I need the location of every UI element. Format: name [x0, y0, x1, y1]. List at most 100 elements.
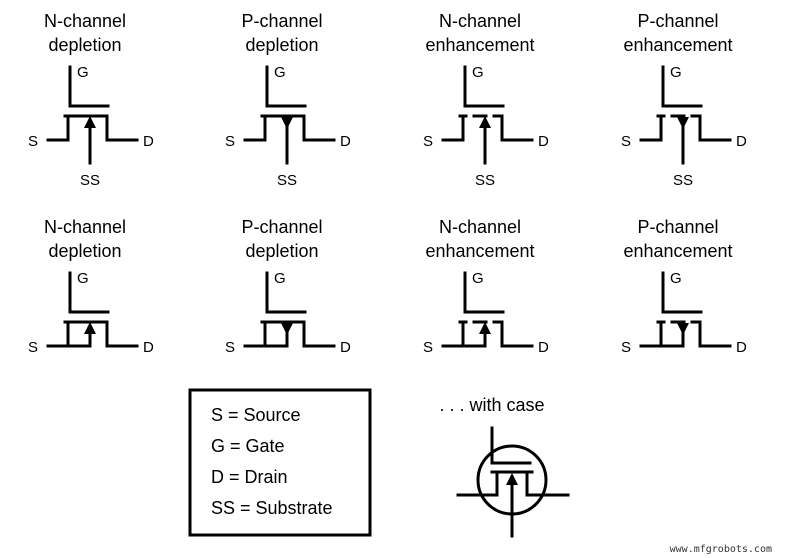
gate-lead	[463, 65, 505, 108]
drain-label: D	[538, 339, 549, 356]
arrow-outward-icon	[281, 323, 293, 335]
drain-label: D	[143, 339, 154, 356]
substrate-label: SS	[80, 172, 100, 189]
substrate-label: SS	[277, 172, 297, 189]
source-lead	[243, 320, 267, 348]
symbol-title-line1: N-channel	[44, 11, 126, 31]
symbol-title-line2: enhancement	[623, 35, 732, 55]
symbol-title-line1: P-channel	[637, 11, 718, 31]
source-lead	[441, 114, 465, 142]
symbol-title-line2: depletion	[48, 241, 121, 261]
case-drain-lead	[525, 470, 570, 497]
arrow-outward-icon	[281, 117, 293, 129]
case-arrow-head	[506, 473, 518, 485]
gate-label: G	[472, 64, 484, 81]
case-source-lead	[456, 470, 499, 497]
gate-lead	[265, 271, 307, 314]
arrow-outward-icon	[677, 323, 689, 335]
source-lead	[441, 320, 465, 348]
drain-lead	[698, 114, 732, 142]
gate-lead	[68, 271, 110, 314]
gate-lead	[661, 271, 703, 314]
symbol-title-line1: N-channel	[439, 217, 521, 237]
gate-lead	[265, 65, 307, 108]
drain-label: D	[736, 339, 747, 356]
legend-line-gate: G = Gate	[211, 436, 285, 456]
gate-lead	[661, 65, 703, 108]
source-label: S	[28, 133, 38, 150]
substrate-label: SS	[475, 172, 495, 189]
substrate-tie	[263, 330, 289, 348]
arrow-inward-icon	[479, 116, 491, 128]
gate-lead	[463, 271, 505, 314]
source-lead	[46, 114, 70, 142]
drain-label: D	[736, 133, 747, 150]
symbol-title-line2: depletion	[48, 35, 121, 55]
source-lead	[639, 114, 663, 142]
symbol-title-line2: depletion	[245, 241, 318, 261]
symbol-title-line1: P-channel	[637, 217, 718, 237]
source-label: S	[621, 339, 631, 356]
symbol-title-line2: depletion	[245, 35, 318, 55]
arrow-outward-icon	[677, 117, 689, 129]
symbol-title-line1: N-channel	[44, 217, 126, 237]
drain-lead	[500, 320, 534, 348]
arrow-inward-icon	[84, 116, 96, 128]
gate-label: G	[274, 270, 286, 287]
drain-lead	[698, 320, 732, 348]
arrow-inward-icon	[84, 322, 96, 334]
drain-lead	[302, 320, 336, 348]
source-lead	[243, 114, 267, 142]
symbol-title-line1: P-channel	[241, 11, 322, 31]
gate-label: G	[77, 64, 89, 81]
drain-lead	[302, 114, 336, 142]
case-caption: . . . with case	[439, 395, 544, 415]
drain-lead	[500, 114, 534, 142]
legend-line-source: S = Source	[211, 405, 301, 425]
substrate-tie	[461, 330, 487, 348]
source-label: S	[423, 339, 433, 356]
symbol-title-line1: P-channel	[241, 217, 322, 237]
source-lead	[639, 320, 663, 348]
symbol-title-line1: N-channel	[439, 11, 521, 31]
substrate-label: SS	[673, 172, 693, 189]
source-lead	[46, 320, 70, 348]
watermark: www.mfgrobots.com	[670, 544, 772, 555]
symbol-title-line2: enhancement	[425, 35, 534, 55]
drain-lead	[105, 320, 139, 348]
gate-label: G	[670, 64, 682, 81]
symbol-title-line2: enhancement	[623, 241, 732, 261]
drain-label: D	[143, 133, 154, 150]
drain-label: D	[340, 339, 351, 356]
source-label: S	[28, 339, 38, 356]
source-label: S	[225, 339, 235, 356]
legend-line-substrate: SS = Substrate	[211, 498, 333, 518]
source-label: S	[423, 133, 433, 150]
gate-label: G	[670, 270, 682, 287]
gate-label: G	[77, 270, 89, 287]
gate-lead	[68, 65, 110, 108]
source-label: S	[621, 133, 631, 150]
legend-line-drain: D = Drain	[211, 467, 288, 487]
gate-label: G	[274, 64, 286, 81]
source-label: S	[225, 133, 235, 150]
legend-box	[188, 388, 372, 537]
case-symbol: . . . with case	[439, 395, 570, 538]
substrate-tie	[659, 330, 685, 348]
symbol-title-line2: enhancement	[425, 241, 534, 261]
gate-label: G	[472, 270, 484, 287]
drain-label: D	[538, 133, 549, 150]
legend: S = Source G = Gate D = Drain SS = Subst…	[188, 388, 372, 537]
arrow-inward-icon	[479, 322, 491, 334]
drain-label: D	[340, 133, 351, 150]
